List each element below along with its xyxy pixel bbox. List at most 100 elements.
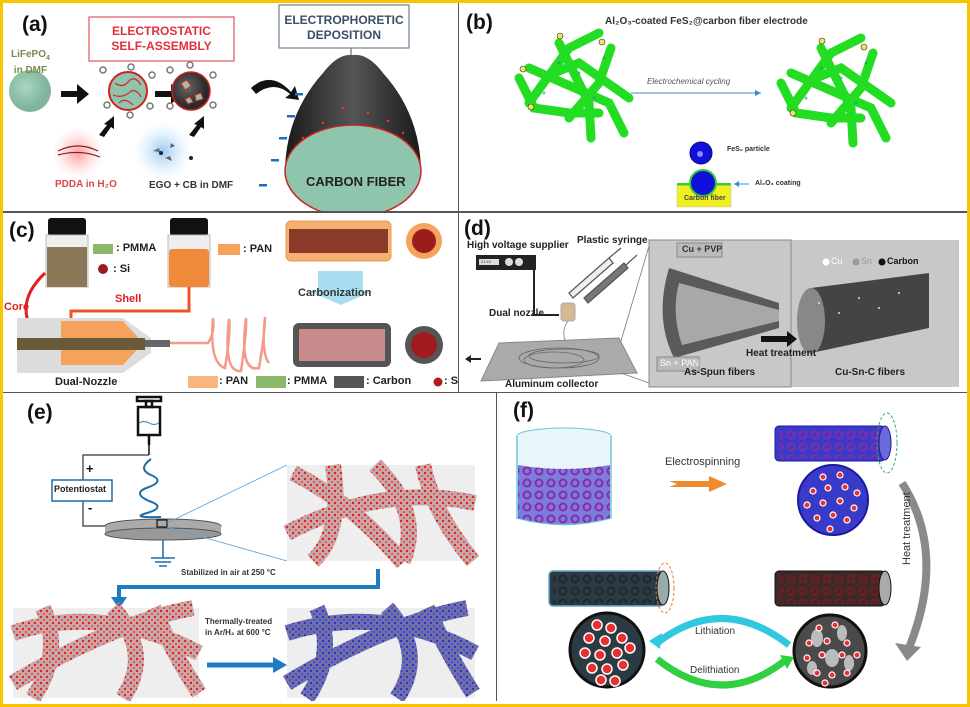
panel-f-label: (f) — [513, 399, 534, 422]
legend-sn-dot — [852, 258, 860, 266]
precursor-subscript: 4 — [46, 55, 50, 62]
heat-treatment-label: Heat treatment — [746, 348, 817, 359]
pdda-coating — [112, 78, 142, 106]
delithiation-label: Delithiation — [690, 665, 740, 676]
heat-treatment-arrow — [761, 331, 797, 347]
precursor-solvent: in DMF — [13, 65, 48, 76]
ground-icon — [151, 540, 175, 567]
self-assembly-title: ELECTROSTATIC SELF-ASSEMBLY — [89, 24, 234, 54]
shell-line — [69, 287, 191, 323]
ego-cb-label: EGO + CB in DMF — [149, 180, 234, 191]
legend2-carbon-text: : Carbon — [366, 375, 412, 387]
legend-si-dot — [98, 264, 108, 274]
precursor-label: LiFePO4 in DMF — [11, 49, 50, 77]
delithiation-arrow — [654, 656, 790, 689]
sample-marker — [156, 519, 168, 528]
dual-nozzle — [560, 302, 576, 322]
sn-pan-tag — [656, 356, 700, 372]
potentiostat-label: Potentiostat — [54, 484, 107, 494]
as-spun-box — [648, 239, 792, 388]
cu-pvp-tag — [676, 242, 723, 258]
panel-e-label: (e) — [27, 401, 53, 424]
panel-e: (e) Potentiostat + - Stabilized in air a… — [3, 393, 496, 701]
al2o3-coating-label: Al₂O₃ coating — [755, 180, 801, 187]
plus-sign: + — [86, 461, 94, 476]
stabilize-arrow — [117, 569, 380, 599]
legend-carbon-dot — [878, 258, 886, 266]
arrow-curved — [251, 79, 299, 100]
core-label: Core — [4, 301, 30, 313]
panel-d-graphics — [465, 239, 959, 388]
legend-pan-swatch — [218, 244, 240, 255]
deposition-line2: DEPOSITION — [306, 28, 381, 42]
hv-supplier-label: High voltage supplier — [467, 240, 569, 251]
stabilize-label: Stabilized in air at 250 °C — [181, 568, 276, 577]
substrate-label: Carbon fiber — [684, 195, 726, 202]
legend-pan-text: : PAN — [243, 243, 273, 255]
shell-jar-lid — [170, 218, 208, 236]
fiber-network-before — [514, 28, 634, 143]
minus-sign: - — [88, 500, 93, 515]
shell-label: Shell — [115, 293, 142, 305]
divider-col-top — [458, 3, 459, 211]
panel-f: (f) Electrospinning Heat treatment Lithi… — [497, 393, 964, 701]
panel-c-graphics — [17, 218, 443, 388]
panel-b: (b) Al₂O₃-coated FeS₂@carbon fiber elect… — [459, 3, 964, 211]
blue-particles — [803, 471, 861, 533]
deposition-title: ELECTROPHORETIC DEPOSITION — [279, 13, 409, 43]
dual-nozzle-label: Dual nozzle — [489, 308, 545, 319]
legend-sn-text: Sn — [861, 256, 873, 266]
divider-row2 — [3, 392, 967, 393]
legend2-pan — [188, 376, 218, 388]
deposition-box — [278, 4, 410, 49]
panel-e-graphics — [8, 395, 480, 701]
carbonization-arrow — [309, 271, 373, 305]
arrow-1 — [61, 84, 89, 104]
legend-cu-dot — [822, 258, 830, 266]
arrow-up-1 — [99, 116, 114, 137]
electrospinning-arrow — [669, 476, 727, 492]
panel-f-graphics — [516, 412, 931, 689]
panel-a: (a) LiFePO4 in DMF ELECTROSTATIC SELF-AS… — [3, 3, 458, 211]
coated-fes2-particle — [689, 169, 717, 197]
dual-nozzle-label: Dual-Nozzle — [55, 376, 118, 388]
cu-sn-c-fiber — [800, 273, 929, 353]
fes2-particle-label: FeS₂ particle — [727, 146, 770, 153]
as-spun-label: As-Spun fibers — [684, 367, 756, 378]
legend2-pmma-text: : PMMA — [287, 375, 328, 387]
fiber-network-after — [776, 33, 896, 148]
plastic-syringe-label: Plastic syringe — [577, 235, 648, 246]
lithiated-particles — [579, 619, 636, 687]
self-assembly-line1: ELECTROSTATIC — [112, 24, 211, 38]
divider-col-mid — [458, 213, 459, 393]
carbon-fiber-end — [284, 124, 422, 211]
self-assembly-line2: SELF-ASSEMBLY — [111, 39, 212, 53]
legend-si-text: : Si — [113, 263, 131, 275]
self-assembly-box — [88, 16, 235, 62]
panel-c: (c) : PMMA : Si : PAN Core Shell Carboni… — [3, 213, 458, 392]
cu-pvp-label: Cu + PVP — [682, 244, 723, 254]
electrospinning-label: Electrospinning — [665, 456, 741, 468]
panel-b-graphics — [514, 28, 896, 208]
thermal-line1: Thermally-treated — [205, 617, 273, 626]
deposition-line1: ELECTROPHORETIC — [284, 13, 404, 27]
blue-cross-section — [797, 464, 869, 536]
sn-pan-label: Sn + PAN — [660, 358, 700, 368]
electrospin-jet — [139, 458, 162, 519]
legend2-pan-text: : PAN — [219, 375, 249, 387]
syringes — [568, 247, 638, 304]
divider-row1 — [3, 211, 967, 213]
delithiated-particles — [803, 621, 861, 687]
syringe-icon — [135, 395, 163, 455]
lithiation-label: Lithiation — [695, 626, 736, 637]
coated-particle-2 — [171, 71, 211, 111]
legend2-carbon — [334, 376, 364, 388]
aluminum-collector — [480, 337, 638, 382]
heat-treatment-label: Heat treatment — [901, 492, 913, 565]
pdda-label: PDDA in H₂O — [55, 179, 117, 190]
legend-cu-text: Cu — [831, 256, 843, 266]
divider-col-bottom — [496, 393, 497, 701]
panel-c-label: (c) — [9, 219, 35, 242]
thermal-label: Thermally-treated in Ar/H₂ at 600 °C — [205, 616, 272, 638]
collector-label: Aluminum collector — [505, 379, 599, 390]
